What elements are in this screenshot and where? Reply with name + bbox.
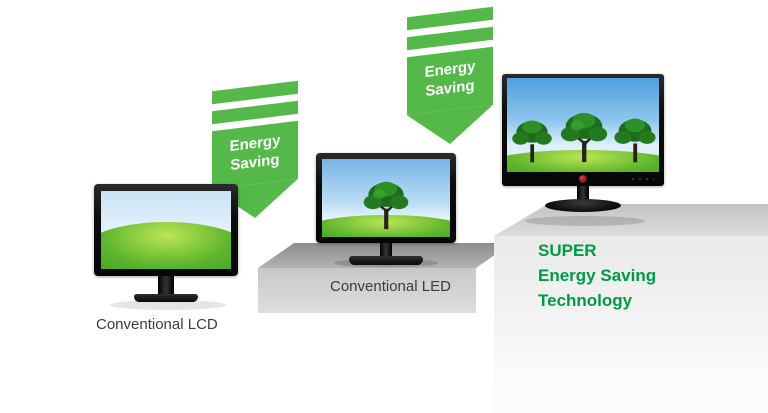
monitor-lcd [94, 184, 238, 302]
tree-icon [614, 118, 656, 163]
lg-logo-icon [579, 175, 587, 183]
monitor-stand-base [545, 199, 621, 212]
arrow-body: Energy Saving [407, 46, 493, 116]
tree-icon [363, 181, 409, 230]
arrow-stripe-icon [407, 26, 493, 51]
monitor-stand-neck [380, 243, 392, 256]
monitor-stand-base [349, 256, 423, 265]
arrow-stripe-icon [212, 100, 298, 125]
label-conventional-led: Conventional LED [330, 278, 451, 295]
monitor-screen [101, 191, 231, 269]
monitor-super [502, 74, 664, 212]
label-super-technology: SUPER Energy Saving Technology [538, 238, 656, 313]
monitor-stand-base [134, 294, 198, 302]
energy-saving-arrow-right: Energy Saving [407, 6, 493, 150]
tree-icon [512, 120, 552, 163]
monitor-led [316, 153, 456, 265]
tree-icon [560, 112, 608, 163]
grass-field [101, 221, 231, 269]
monitor-screen [322, 159, 450, 237]
control-buttons-icon [632, 178, 654, 180]
label-conventional-lcd: Conventional LCD [96, 316, 218, 333]
monitor-stand-neck [158, 276, 174, 294]
monitor-bezel [94, 184, 238, 276]
super-line-1: SUPER [538, 241, 597, 260]
arrow-body: Energy Saving [212, 120, 298, 190]
monitor-bezel [502, 74, 664, 186]
super-line-2: Energy Saving [538, 266, 657, 285]
monitor-stand-neck [577, 186, 589, 202]
monitor-bezel [316, 153, 456, 243]
monitor-screen [507, 78, 659, 172]
super-line-3: Technology [538, 291, 633, 310]
